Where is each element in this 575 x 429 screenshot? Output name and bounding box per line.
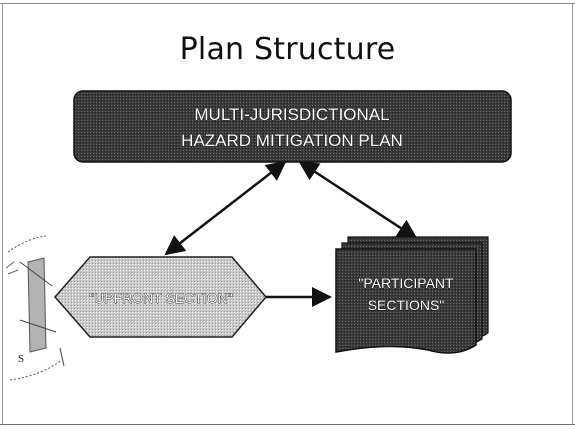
participant-node-line1: "PARTICIPANT [358, 275, 454, 291]
slide-border-left [2, 3, 3, 425]
connector-main-to-upfront [164, 160, 287, 256]
main-plan-node: MULTI-JURISDICTIONAL HAZARD MITIGATION P… [73, 90, 512, 163]
main-node-line2: HAZARD MITIGATION PLAN [181, 131, 403, 150]
connector-main-to-participant [298, 160, 418, 240]
upfront-section-node: "UPFRONT SECTION" [54, 256, 267, 338]
compass-glyph: S [18, 353, 24, 365]
main-node-line1: MULTI-JURISDICTIONAL [194, 105, 389, 124]
upfront-node-label: "UPFRONT SECTION" [89, 290, 232, 306]
slide-border-right [572, 3, 573, 425]
slide-border-bottom [0, 424, 575, 425]
slide-border-top [0, 3, 575, 4]
compass-decoration: S [5, 235, 65, 381]
slide-title: Plan Structure [179, 32, 396, 67]
participant-node-line2: SECTIONS" [368, 297, 445, 313]
participant-sections-node: "PARTICIPANT SECTIONS" [335, 236, 489, 354]
